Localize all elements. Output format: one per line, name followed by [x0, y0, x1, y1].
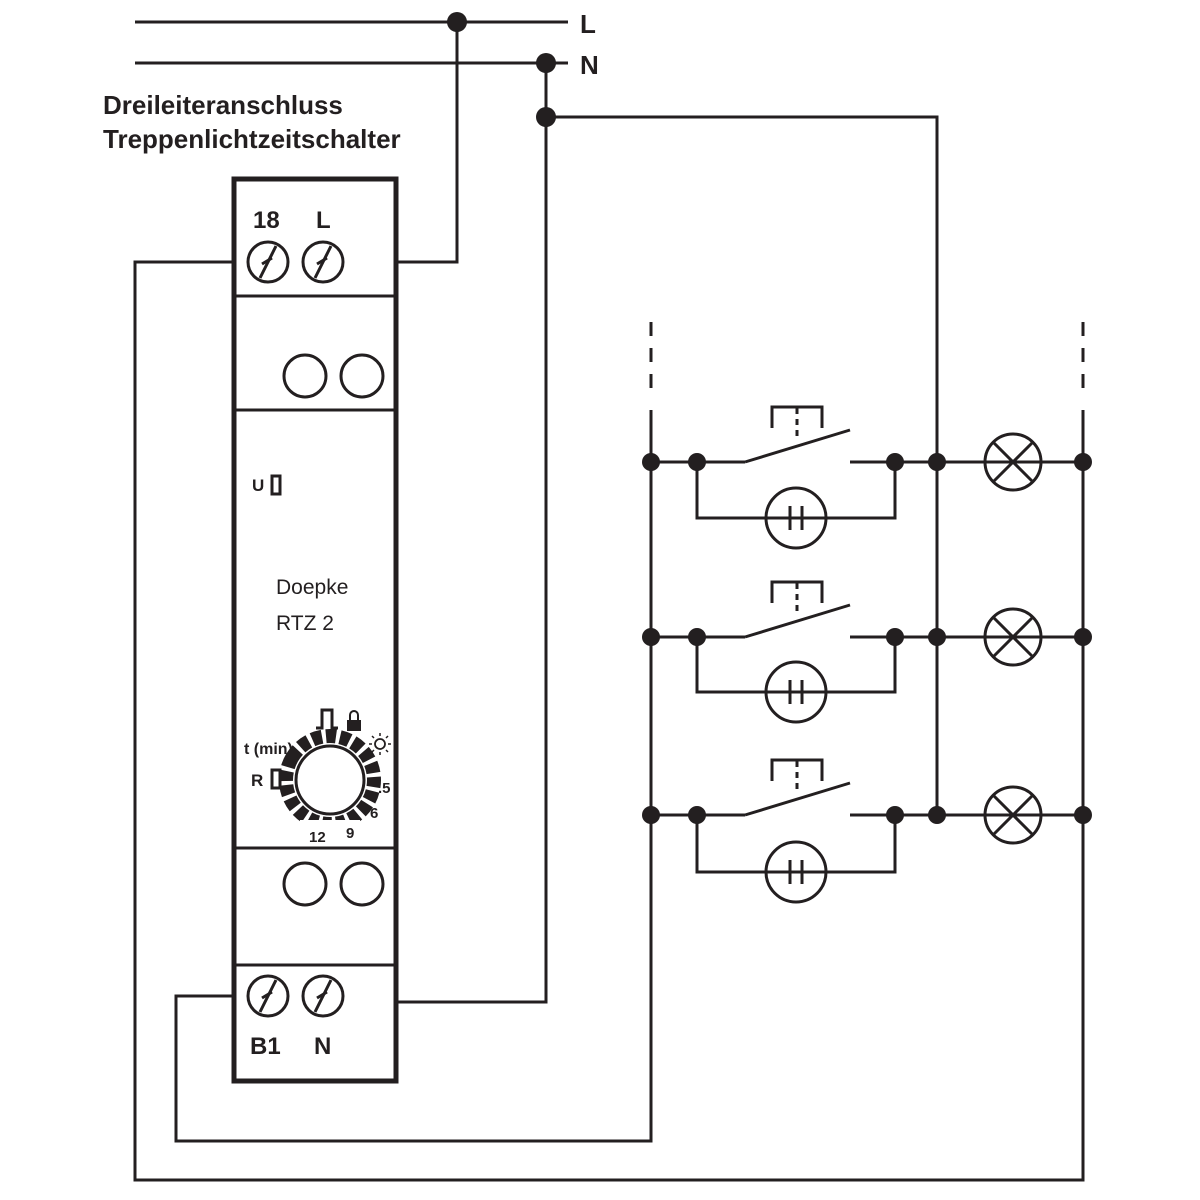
terminal-screw-icon: [246, 974, 290, 1018]
supply-lines: L N: [135, 9, 599, 80]
pushbutton-lamp-icon: [764, 486, 828, 550]
terminal-b1-label: B1: [250, 1033, 281, 1060]
dial-scale-6: 6: [370, 805, 378, 822]
diagram-title-line1: Dreileiteranschluss: [103, 90, 343, 120]
status-led-icon: [282, 861, 328, 907]
terminal-18-label: 18: [253, 207, 280, 234]
pushbutton-lamp-icon: [764, 840, 828, 904]
lamp-icon: [983, 432, 1043, 492]
status-led-icon: [339, 861, 385, 907]
pushbutton-lamp-row: [642, 405, 1092, 550]
terminal-l-label: L: [316, 207, 331, 234]
lamp-icon: [983, 785, 1043, 845]
junction-dots: [447, 12, 556, 127]
status-led-icon: [282, 353, 328, 399]
pushbutton-lamp-row: [642, 580, 1092, 724]
time-dial[interactable]: [270, 720, 390, 842]
terminal-screw-icon: [246, 240, 290, 284]
indicator-u-window: [270, 474, 282, 496]
device-brand: Doepke: [276, 576, 348, 599]
terminal-n-label: N: [314, 1033, 331, 1060]
device-model: RTZ 2: [276, 612, 334, 635]
wiring: [133, 22, 1085, 1182]
lock-icon: [347, 710, 361, 731]
terminal-screw-icon: [301, 974, 345, 1018]
timer-switch-device: 18 L U Doepke RTZ 2 t (min) R .5: [231, 176, 399, 1084]
pushbutton-lamp-icon: [764, 660, 828, 724]
dial-scale-12: 12: [309, 829, 326, 846]
dial-scale-half: .5: [378, 780, 391, 797]
indicator-r-label: R: [251, 771, 263, 790]
pushbutton-lamp-row: [642, 758, 1092, 904]
line-n-label: N: [580, 50, 599, 80]
diagram-title-line2: Treppenlichtzeitschalter: [103, 124, 401, 154]
line-l-label: L: [580, 9, 596, 39]
terminal-screw-icon: [301, 240, 345, 284]
indicator-u-label: U: [252, 476, 264, 495]
sun-icon: [369, 733, 391, 755]
dial-label: t (min): [244, 741, 293, 758]
dial-scale-9: 9: [346, 825, 354, 842]
pulse-icon: [316, 708, 338, 730]
status-led-icon: [339, 353, 385, 399]
lamp-icon: [983, 607, 1043, 667]
